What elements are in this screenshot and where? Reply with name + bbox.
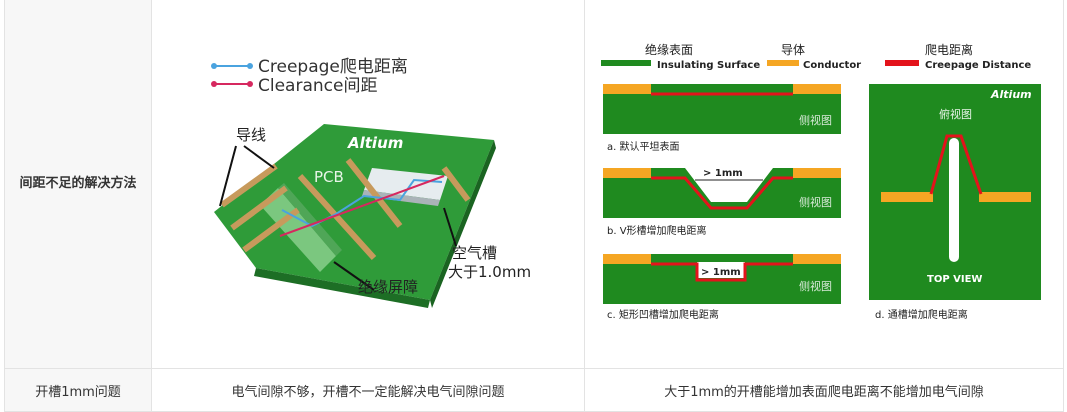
diagram-b: > 1mm 侧视图 b. V形槽增加爬电距离 xyxy=(603,168,841,237)
diagram-a: 侧视图 a. 默认平坦表面 xyxy=(603,84,841,153)
creepage-diagram: 绝缘表面 Insulating Surface 导体 Conductor 爬电距… xyxy=(601,42,1041,321)
svg-text:> 1mm: > 1mm xyxy=(701,267,741,278)
wires-label: 导线 xyxy=(236,126,266,144)
pcb-3d-figure: Creepage爬电距离 Clearance间距 xyxy=(211,57,531,308)
row2-header-cell: 开槽1mm问题 xyxy=(4,368,152,412)
barrier-label: 绝缘屏障 xyxy=(358,278,418,296)
svg-text:Insulating Surface: Insulating Surface xyxy=(657,60,760,71)
row2-middle-text: 电气间隙不够，开槽不一定能解决电气间隙问题 xyxy=(231,384,505,400)
air-slot xyxy=(364,168,448,200)
row1-header-cell: 间距不足的解决方法 xyxy=(4,0,152,369)
creepage-diagram-cell: 绝缘表面 Insulating Surface 导体 Conductor 爬电距… xyxy=(584,0,1064,369)
svg-text:b. V形槽增加爬电距离: b. V形槽增加爬电距离 xyxy=(607,224,707,237)
slot-label-line2: 大于1.0mm xyxy=(448,263,531,281)
pcb-board: Altium PCB xyxy=(214,124,496,308)
row1-header: 间距不足的解决方法 xyxy=(19,176,137,191)
svg-text:Creepage爬电距离: Creepage爬电距离 xyxy=(258,57,408,77)
svg-text:侧视图: 侧视图 xyxy=(799,279,832,293)
svg-text:绝缘表面: 绝缘表面 xyxy=(645,42,693,57)
svg-text:Creepage Distance: Creepage Distance xyxy=(925,60,1031,71)
legend-row: 绝缘表面 Insulating Surface 导体 Conductor 爬电距… xyxy=(601,42,1031,71)
row2-header: 开槽1mm问题 xyxy=(35,384,121,400)
svg-text:Conductor: Conductor xyxy=(803,60,861,71)
slot-label-line1: 空气槽 xyxy=(452,244,497,262)
svg-text:Altium: Altium xyxy=(990,88,1032,101)
svg-text:Clearance间距: Clearance间距 xyxy=(258,76,377,96)
svg-text:a. 默认平坦表面: a. 默认平坦表面 xyxy=(607,140,680,153)
legend-clearance: Clearance间距 xyxy=(211,76,377,96)
legend-creepage: Creepage爬电距离 xyxy=(211,57,408,77)
row2-right-cell: 大于1mm的开槽能增加表面爬电距离不能增加电气间隙 xyxy=(584,368,1064,412)
pcb-3d-figure-cell: Creepage爬电距离 Clearance间距 xyxy=(151,0,585,369)
row2-middle-cell: 电气间隙不够，开槽不一定能解决电气间隙问题 xyxy=(151,368,585,412)
svg-text:侧视图: 侧视图 xyxy=(799,195,832,209)
svg-text:> 1mm: > 1mm xyxy=(703,168,743,179)
diagram-c: > 1mm 侧视图 c. 矩形凹槽增加爬电距离 xyxy=(603,254,841,321)
pcb-label: PCB xyxy=(314,168,344,186)
altium-logo: Altium xyxy=(347,134,403,152)
svg-text:TOP VIEW: TOP VIEW xyxy=(927,274,982,285)
svg-text:爬电距离: 爬电距离 xyxy=(925,42,973,57)
svg-text:c. 矩形凹槽增加爬电距离: c. 矩形凹槽增加爬电距离 xyxy=(607,308,719,321)
svg-text:俯视图: 俯视图 xyxy=(939,107,972,121)
row2-right-text: 大于1mm的开槽能增加表面爬电距离不能增加电气间隙 xyxy=(664,384,984,400)
svg-text:侧视图: 侧视图 xyxy=(799,113,832,127)
svg-text:导体: 导体 xyxy=(781,43,805,57)
diagram-d: Altium 俯视图 TOP VIEW d. 通槽增加爬电距离 xyxy=(869,84,1041,321)
svg-text:d. 通槽增加爬电距离: d. 通槽增加爬电距离 xyxy=(875,308,968,321)
